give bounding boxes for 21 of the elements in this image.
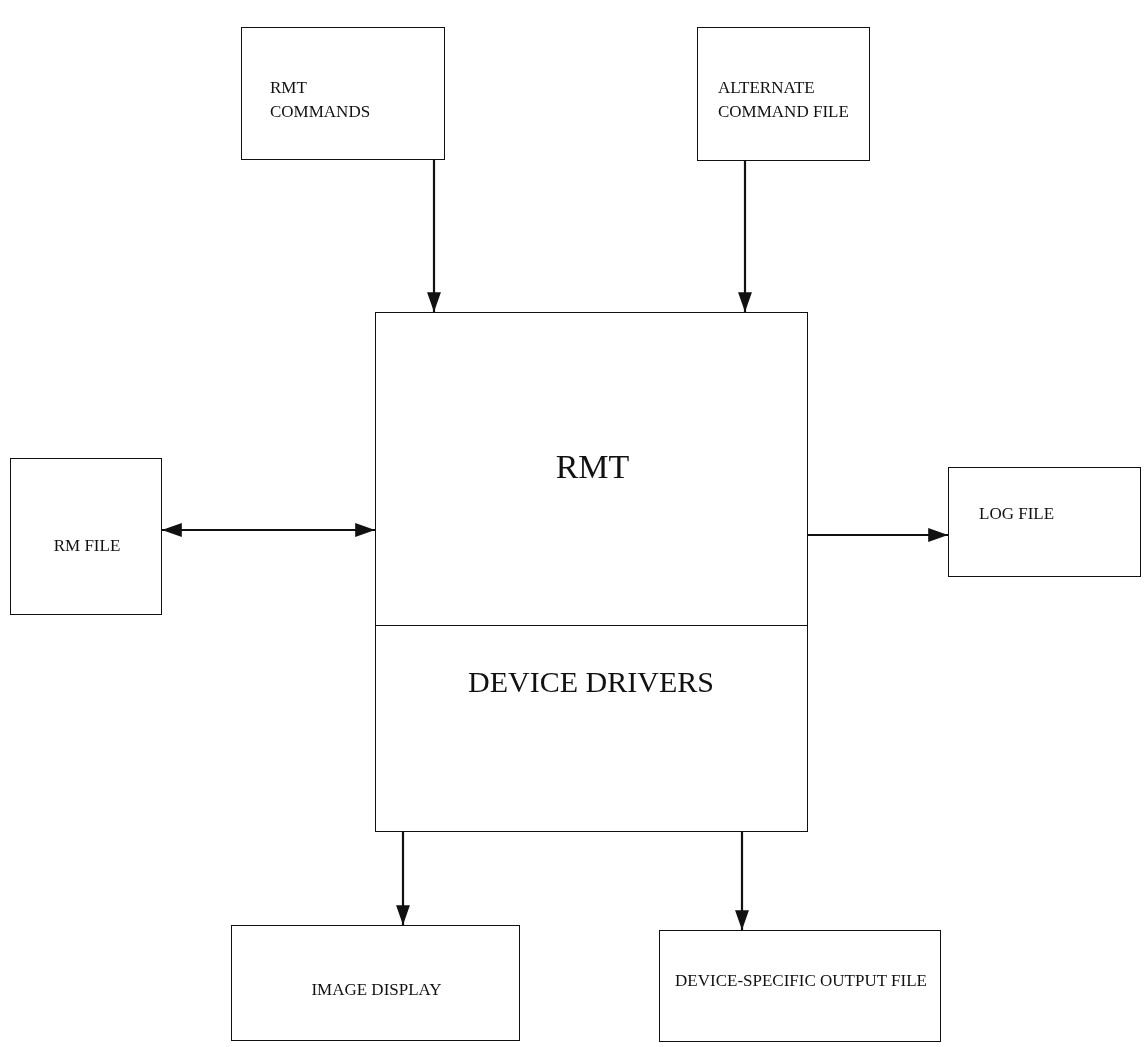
process-box xyxy=(231,925,520,1041)
process-box xyxy=(697,27,870,161)
process-box xyxy=(659,930,941,1042)
box-label: ALTERNATE COMMAND FILE xyxy=(718,77,850,123)
arrow xyxy=(738,161,752,312)
process-box xyxy=(375,312,808,832)
box-label: IMAGE DISPLAY xyxy=(310,979,443,1001)
arrow xyxy=(427,160,441,312)
arrow xyxy=(396,832,410,925)
box-label: LOG FILE xyxy=(979,503,1056,525)
box-label: RM FILE xyxy=(52,535,122,557)
arrow xyxy=(162,523,375,537)
arrow xyxy=(735,832,749,930)
box-label: RMT xyxy=(554,447,631,487)
arrow xyxy=(808,528,948,542)
box-label: RMT COMMANDS xyxy=(270,77,372,123)
process-box xyxy=(10,458,162,615)
box-label: DEVICE DRIVERS xyxy=(467,663,715,700)
process-box xyxy=(241,27,445,160)
process-box xyxy=(948,467,1141,577)
box-label: DEVICE-SPECIFIC OUTPUT FILE xyxy=(674,970,928,992)
